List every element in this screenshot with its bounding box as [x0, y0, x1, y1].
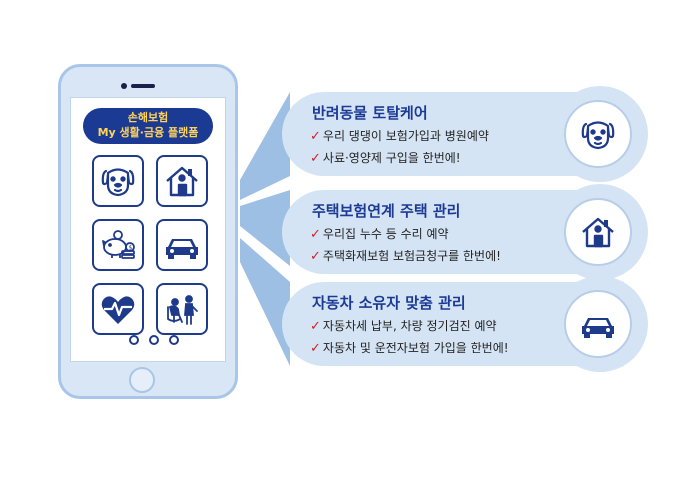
elderly-care-icon: [167, 295, 198, 325]
car-icon: [582, 318, 614, 338]
page-indicator[interactable]: [129, 335, 179, 347]
card-line: ✓우리집 누수 등 수리 예약: [310, 225, 449, 242]
card-house-care: 주택보험연계 주택 관리 ✓우리집 누수 등 수리 예약 ✓주택화재보험 보험금…: [282, 184, 648, 280]
app-title-line1: 손해보험: [127, 111, 169, 124]
check-icon: ✓: [310, 249, 321, 264]
page-dot[interactable]: [129, 335, 139, 345]
card-line-text: 사료·영양제 구입을 한번에!: [322, 151, 461, 165]
dog-icon: [101, 168, 135, 197]
app-title-line2: My 생활·금융 플랫폼: [97, 126, 199, 139]
phone-screen: 손해보험 My 생활·금융 플랫폼: [70, 97, 226, 362]
page-dot[interactable]: [169, 335, 179, 345]
card-line-text: 자동차세 납부, 차량 정기검진 예약: [322, 319, 497, 333]
connector-car: [240, 238, 290, 366]
home-button[interactable]: [129, 367, 155, 393]
tile-health[interactable]: [92, 283, 144, 335]
check-icon: ✓: [310, 227, 321, 242]
house-icon: [166, 166, 198, 197]
tile-savings[interactable]: $: [92, 219, 144, 271]
car-icon: [166, 239, 198, 259]
card-line-text: 주택화재보험 보험금청구를 한번에!: [322, 249, 501, 263]
card-icon-circle: [564, 198, 632, 266]
card-line-text: 우리 댕댕이 보험가입과 병원예약: [322, 129, 489, 143]
connector-house: [240, 190, 290, 266]
check-icon: ✓: [310, 151, 321, 166]
phone-speaker: [121, 83, 155, 89]
page-dot[interactable]: [149, 335, 159, 345]
connector-pet: [240, 92, 290, 200]
card-line: ✓주택화재보험 보험금청구를 한번에!: [310, 247, 501, 264]
card-line: ✓우리 댕댕이 보험가입과 병원예약: [310, 127, 489, 144]
piggy-bank-coins-icon: $: [102, 230, 135, 259]
card-pet-care: 반려동물 토탈케어 ✓우리 댕댕이 보험가입과 병원예약 ✓사료·영양제 구입을…: [282, 86, 648, 182]
tile-car[interactable]: [156, 219, 208, 271]
check-icon: ✓: [310, 319, 321, 334]
camera-dot: [121, 83, 127, 89]
card-line: ✓자동차 및 운전자보험 가입을 한번에!: [310, 339, 509, 356]
card-title: 자동차 소유자 맞춤 관리: [312, 294, 466, 312]
card-line: ✓사료·영양제 구입을 한번에!: [310, 149, 461, 166]
speaker-slot: [131, 84, 155, 88]
card-line-text: 자동차 및 운전자보험 가입을 한번에!: [322, 341, 509, 355]
dog-icon: [581, 121, 615, 150]
card-car-care: 자동차 소유자 맞춤 관리 ✓자동차세 납부, 차량 정기검진 예약 ✓자동차 …: [282, 276, 648, 372]
phone-mockup: 손해보험 My 생활·금융 플랫폼: [58, 64, 238, 399]
check-icon: ✓: [310, 341, 321, 356]
check-icon: ✓: [310, 129, 321, 144]
tile-pet[interactable]: [92, 155, 144, 207]
card-title: 주택보험연계 주택 관리: [312, 202, 461, 220]
house-icon: [582, 217, 614, 248]
tile-care[interactable]: [156, 283, 208, 335]
tile-house[interactable]: [156, 155, 208, 207]
heart-pulse-icon: [101, 296, 135, 324]
card-icon-circle: [564, 290, 632, 358]
card-line-text: 우리집 누수 등 수리 예약: [322, 227, 449, 241]
svg-text:$: $: [129, 245, 133, 252]
card-title: 반려동물 토탈케어: [312, 104, 428, 122]
card-line: ✓자동차세 납부, 차량 정기검진 예약: [310, 317, 497, 334]
app-title-banner: 손해보험 My 생활·금융 플랫폼: [83, 108, 213, 144]
card-icon-circle: [564, 100, 632, 168]
